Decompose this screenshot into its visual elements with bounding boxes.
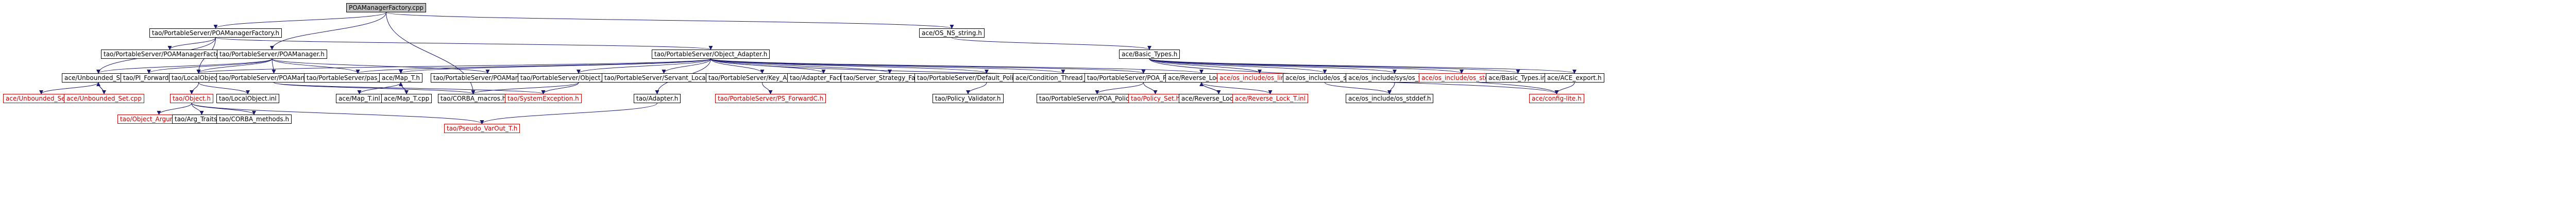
include-edge <box>1554 82 1575 94</box>
include-edge <box>480 103 657 124</box>
include-edge <box>1199 82 1219 94</box>
include-edge <box>272 58 360 74</box>
node-map-t-cpp[interactable]: ace/Map_T.cpp <box>381 94 432 103</box>
include-edge <box>710 58 1146 74</box>
include-edge <box>198 82 250 94</box>
include-edge <box>541 82 579 94</box>
include-edge <box>1387 82 1395 94</box>
include-edge <box>710 58 1065 74</box>
include-edge <box>966 82 987 94</box>
node-server-strategy-factory-h[interactable]: tao/Server_Strategy_Factory.h <box>841 73 939 83</box>
include-edge <box>1325 82 1392 94</box>
include-edge <box>762 82 773 94</box>
node-poa-manager-h[interactable]: tao/PortableServer/POAManager.h <box>217 50 327 59</box>
include-edge <box>197 58 711 74</box>
node-policy-validator-h[interactable]: tao/Policy_Validator.h <box>933 94 1004 103</box>
include-edge <box>710 58 989 74</box>
node-pi-forward-h[interactable]: tao/PI_Forward.h <box>121 73 177 83</box>
node-reverse-lock-t-inl[interactable]: ace/Reverse_Lock_T.inl <box>1232 94 1308 103</box>
node-corba-macros-h[interactable]: tao/CORBA_macros.h <box>438 94 509 103</box>
include-edge <box>952 37 1151 50</box>
node-os-stdlib-h[interactable]: ace/os_include/os_stdlib.h <box>1419 73 1505 83</box>
include-edge <box>710 58 1204 74</box>
include-edge <box>191 103 204 115</box>
include-edge <box>1143 82 1158 94</box>
node-servant-location-h[interactable]: tao/PortableServer/Servant_Location.h <box>602 73 726 83</box>
include-edge <box>710 58 892 74</box>
include-edge <box>167 37 216 50</box>
include-edge <box>274 82 546 94</box>
node-map-t-h[interactable]: ace/Map_T.h <box>379 73 423 83</box>
node-corba-methods-h[interactable]: tao/CORBA_methods.h <box>216 115 292 124</box>
node-local-object-h[interactable]: tao/LocalObject.h <box>169 73 229 83</box>
node-system-exception-h[interactable]: tao/SystemException.h <box>505 94 582 103</box>
node-config-lite-h[interactable]: ace/config-lite.h <box>1529 94 1584 103</box>
node-unbounded-set-h[interactable]: ace/Unbounded_Set.h <box>62 73 135 83</box>
include-edge <box>96 58 273 74</box>
node-poa-manager-inl[interactable]: tao/PortableServer/POAManager.inl <box>431 73 545 83</box>
include-edge <box>710 58 765 74</box>
node-basic-types-h[interactable]: ace/Basic_Types.h <box>1119 50 1180 59</box>
include-edge <box>196 58 273 74</box>
include-edge <box>157 103 192 115</box>
node-object-adapter-h[interactable]: tao/PortableServer/Object_Adapter.h <box>652 50 770 59</box>
node-poa-manager-factory-h[interactable]: tao/PortableServer/POAManagerFactory.h <box>149 28 282 38</box>
include-edge <box>39 82 99 94</box>
node-poa-manager-c-h[interactable]: tao/PortableServer/POAManagerC.h <box>216 73 332 83</box>
node-adapter-h[interactable]: tao/Adapter.h <box>634 94 681 103</box>
node-basic-types-inl[interactable]: ace/Basic_Types.inl <box>1486 73 1551 83</box>
include-edge <box>471 82 579 94</box>
include-edge <box>215 37 713 50</box>
node-os-stdio-h[interactable]: ace/os_include/os_stdio.h <box>1283 73 1367 83</box>
include-edge <box>1095 82 1144 94</box>
include-edge <box>1149 58 1577 74</box>
node-object-h[interactable]: tao/Object.h <box>170 94 213 103</box>
node-ace-export-h[interactable]: ace/ACE_export.h <box>1545 73 1604 83</box>
include-edge <box>577 58 711 74</box>
include-edge <box>191 103 256 115</box>
node-os-stddef-h[interactable]: ace/os_include/os_stddef.h <box>1346 94 1434 103</box>
include-edge <box>1149 58 1262 74</box>
include-edge <box>1149 58 1327 74</box>
include-edge <box>1149 58 1464 74</box>
include-edge <box>399 58 711 74</box>
include-edge <box>191 103 484 124</box>
include-edge <box>274 82 476 94</box>
node-poa-manager-factory-c-h[interactable]: tao/PortableServer/POAManagerFactoryC.h <box>101 50 239 59</box>
node-local-object-inl[interactable]: tao/LocalObject.inl <box>216 94 279 103</box>
node-pi-forward-c-h[interactable]: tao/PortableServer/PS_ForwardC.h <box>715 94 826 103</box>
include-edge <box>270 12 386 50</box>
include-edge <box>386 12 954 29</box>
include-edge <box>1201 82 1273 94</box>
include-edge <box>272 58 276 74</box>
include-edge <box>96 82 105 94</box>
include-edge <box>190 82 199 94</box>
node-unbounded-set-cpp[interactable]: ace/Unbounded_Set.cpp <box>64 94 144 103</box>
include-edge <box>213 12 386 29</box>
include-edge <box>1149 58 1397 74</box>
node-poa-manager-factory-cpp[interactable]: POAManagerFactory.cpp <box>346 3 427 12</box>
include-edge <box>272 58 490 74</box>
node-map-t-inl[interactable]: ace/Map_T.inl <box>336 94 383 103</box>
node-pseudo-varout-t-h[interactable]: tao/Pseudo_VarOut_T.h <box>444 124 520 133</box>
node-unbounded-set-inl[interactable]: ace/Unbounded_Set.inl <box>3 94 80 103</box>
node-poa-policy-set-inl[interactable]: tao/PortableServer/POA_Policy_Set.inl <box>1037 94 1158 103</box>
include-edge <box>147 58 273 74</box>
include-edge <box>662 58 711 74</box>
node-policy-set-h[interactable]: tao/Policy_Set.h <box>1128 94 1183 103</box>
node-os-ns-string-h[interactable]: ace/OS_NS_string.h <box>919 28 985 38</box>
